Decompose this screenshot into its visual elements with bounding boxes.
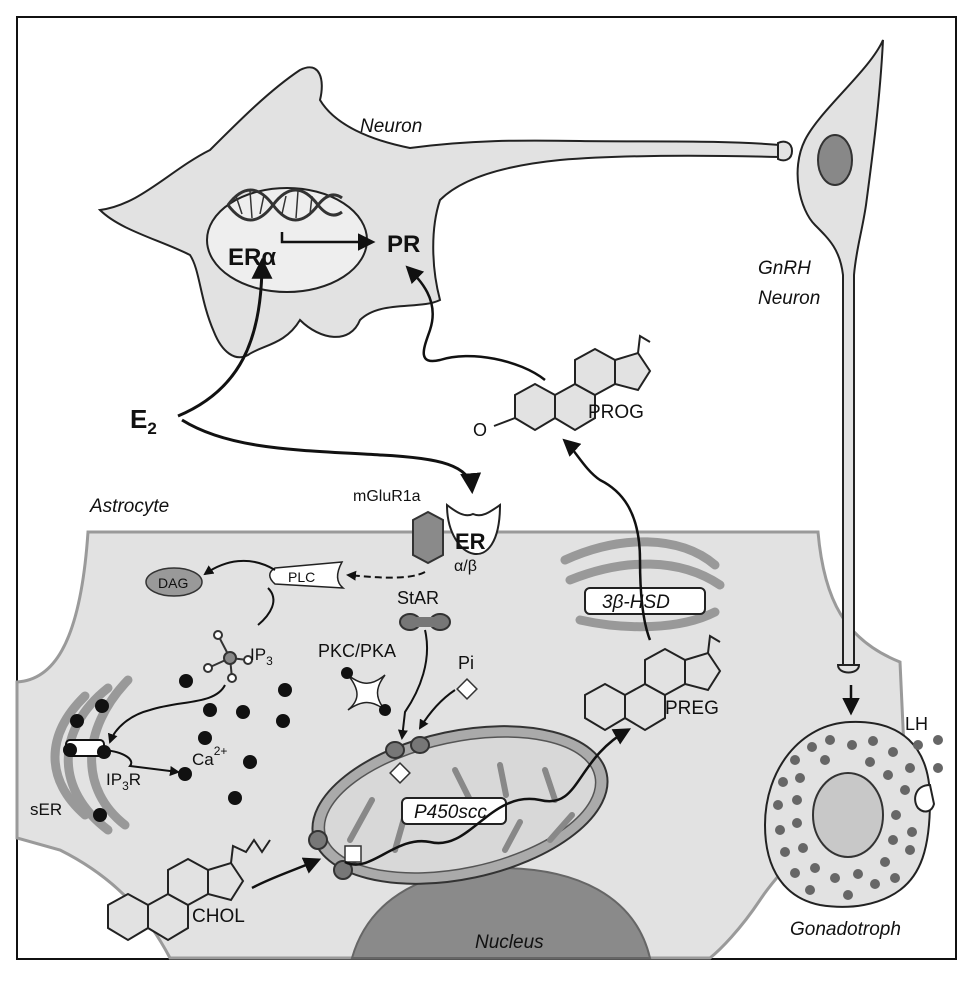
pi-to-mito-arrow — [418, 689, 456, 730]
star-label: StAR — [397, 588, 439, 608]
lh-granules — [773, 735, 943, 900]
ser-label: sER — [30, 800, 62, 819]
pi-on-mito-icon — [389, 762, 411, 784]
pkc-pka-label: PKC/PKA — [318, 641, 396, 661]
e2-label: E2 — [130, 404, 157, 438]
chol-label: CHOL — [192, 906, 245, 927]
calcium-ions — [63, 674, 292, 822]
membrane-er-subtype: α/β — [454, 558, 477, 575]
pkc-phosphate-b — [379, 704, 391, 716]
hsd-enzyme-box — [584, 587, 706, 615]
chol-to-mito-arrow — [251, 857, 322, 890]
gonadotroph-label: Gonadotroph — [790, 919, 901, 940]
pi-phosphate-icon — [456, 678, 478, 700]
membrane-er-receptor-icon — [445, 502, 502, 555]
prog-to-pr-arrow — [405, 265, 546, 381]
dna-icon — [226, 188, 343, 222]
prog-molecule-icon — [514, 334, 652, 432]
ip3-molecule-icon — [203, 630, 253, 683]
star-at-mito-membrane-icon — [308, 830, 353, 880]
preg-to-prog-arrow — [562, 438, 652, 641]
pkc-phosphate-a — [341, 667, 353, 679]
axon-terminal — [777, 140, 794, 162]
gnrh-label-line1: GnRH — [758, 258, 811, 279]
gnrh-terminal — [836, 664, 861, 674]
ser-organelle — [50, 675, 133, 835]
plc-to-ip3-arrow — [257, 587, 275, 626]
e2-to-membrane-er-arrow — [181, 418, 482, 495]
p450scc-enzyme-box — [401, 797, 507, 825]
prog-oxo-bond — [493, 417, 516, 427]
prog-label: PROG — [588, 402, 644, 423]
nucleus-label: Nucleus — [475, 932, 544, 953]
ip3-label: IP3 — [250, 645, 273, 668]
chol-to-preg-path — [344, 728, 632, 866]
preg-molecule-icon — [584, 634, 722, 732]
calcium-label: Ca2+ — [192, 744, 227, 769]
mglur1a-receptor-icon — [412, 510, 444, 565]
ip3r-label: IP3R — [106, 770, 141, 793]
dag-label: DAG — [158, 575, 188, 591]
neuron-nucleus — [206, 187, 368, 293]
pr-label: PR — [387, 231, 420, 258]
plc-icon — [269, 561, 346, 589]
membrane-er-label: ER — [455, 529, 486, 554]
mitochondrion-cristae — [347, 762, 575, 853]
gnrh-nucleus — [817, 134, 853, 186]
hsd-label: 3β-HSD — [602, 592, 670, 613]
prog-oxo-label: O — [473, 420, 487, 440]
chol-molecule-icon — [107, 838, 271, 942]
ip3-to-ip3r-arrow — [107, 684, 226, 744]
lh-exocytosis-pocket — [914, 783, 936, 813]
gnrh-label-line2: Neuron — [758, 288, 820, 309]
er-to-pr-arrow — [280, 232, 376, 251]
p450scc-label: P450scc — [414, 802, 487, 823]
dag-icon — [145, 567, 203, 597]
golgi-organelle — [560, 537, 725, 632]
plc-label: PLC — [288, 569, 315, 585]
plc-to-dag-arrow — [203, 559, 276, 576]
er-alpha-label: ERα — [228, 244, 276, 271]
astrocyte-label: Astrocyte — [89, 496, 169, 517]
gnrh-neuron-cell — [796, 39, 884, 666]
star-to-mito-arrow — [397, 629, 429, 740]
e2-to-er-alpha-arrow — [177, 257, 273, 418]
preg-label: PREG — [665, 698, 719, 719]
mglur1a-label: mGluR1a — [353, 488, 421, 505]
gonadotroph-nucleus — [812, 772, 884, 858]
lh-label: LH — [905, 714, 928, 734]
receptor-to-plc-arrow — [346, 570, 426, 581]
star-protein-icon — [399, 613, 451, 631]
pi-at-mito-membrane-icon — [344, 845, 362, 863]
star-on-mito-icon — [385, 736, 430, 759]
pi-label: Pi — [458, 653, 474, 673]
neuron-label: Neuron — [360, 116, 422, 137]
